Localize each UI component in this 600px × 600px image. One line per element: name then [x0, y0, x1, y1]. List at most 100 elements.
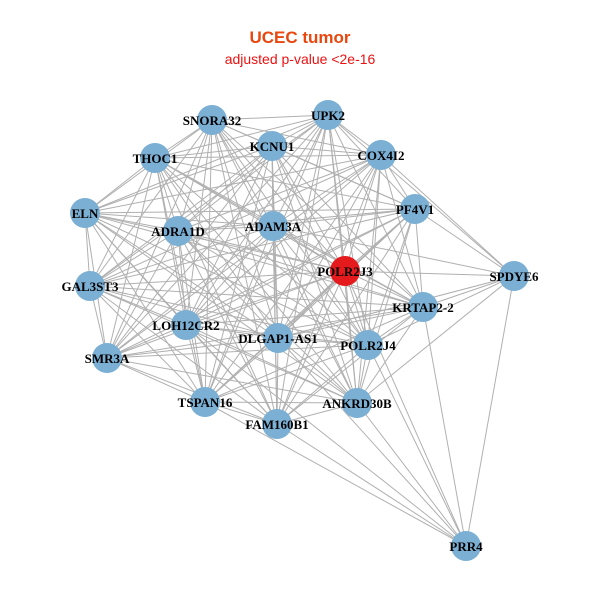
- node-circle[interactable]: [342, 388, 372, 418]
- edge: [177, 154, 382, 232]
- edge: [204, 225, 274, 403]
- edge: [89, 230, 179, 287]
- node-adra1d[interactable]: ADRA1D: [151, 216, 205, 246]
- edge: [106, 357, 278, 425]
- node-circle[interactable]: [140, 143, 170, 173]
- node-thoc1[interactable]: THOC1: [133, 143, 178, 173]
- edge: [106, 119, 213, 359]
- edge: [422, 275, 515, 308]
- edge: [414, 208, 515, 277]
- edge: [272, 208, 416, 227]
- node-circle[interactable]: [313, 100, 343, 130]
- edge: [177, 230, 278, 425]
- node-circle[interactable]: [92, 343, 122, 373]
- edge: [154, 114, 329, 159]
- node-label: ADAM3A: [245, 219, 302, 234]
- node-circle[interactable]: [400, 194, 430, 224]
- node-krtap2-2[interactable]: KRTAP2-2: [392, 292, 454, 322]
- node-label: TSPAN16: [178, 395, 233, 410]
- edge: [204, 337, 279, 403]
- node-smr3a[interactable]: SMR3A: [85, 343, 130, 373]
- node-label: UPK2: [311, 108, 345, 123]
- edge: [106, 208, 416, 359]
- edge: [277, 337, 369, 346]
- edge-layer: [84, 114, 515, 547]
- edge: [177, 230, 424, 308]
- node-circle[interactable]: [197, 105, 227, 135]
- edge: [277, 337, 467, 547]
- edge: [185, 324, 467, 547]
- edge: [154, 145, 273, 159]
- node-fam160b1[interactable]: FAM160B1: [245, 409, 309, 439]
- node-eln[interactable]: ELN: [70, 198, 100, 228]
- node-circle[interactable]: [257, 131, 287, 161]
- chart-subtitle: adjusted p-value <2e-16: [224, 51, 376, 67]
- edge: [276, 306, 424, 425]
- edge: [356, 402, 467, 547]
- edge: [106, 157, 156, 359]
- edge: [271, 145, 369, 346]
- edge: [380, 154, 424, 308]
- edge: [276, 208, 416, 425]
- edge: [177, 230, 279, 339]
- node-pf4v1[interactable]: PF4V1: [396, 194, 434, 224]
- node-circle[interactable]: [366, 140, 396, 170]
- node-circle[interactable]: [190, 387, 220, 417]
- node-tspan16[interactable]: TSPAN16: [178, 387, 233, 417]
- node-circle[interactable]: [258, 211, 288, 241]
- edge: [177, 145, 273, 232]
- edge: [89, 285, 206, 403]
- edge: [185, 114, 329, 326]
- edge: [277, 306, 424, 339]
- edge: [204, 306, 424, 403]
- edge: [211, 119, 358, 404]
- edge: [106, 357, 358, 404]
- edge: [106, 344, 369, 359]
- node-label: PRR4: [449, 539, 483, 554]
- node-spdye6[interactable]: SPDYE6: [489, 261, 539, 291]
- node-cox4i2[interactable]: COX4I2: [358, 140, 405, 170]
- edge: [344, 270, 515, 277]
- node-circle[interactable]: [263, 323, 293, 353]
- edge: [177, 119, 213, 232]
- node-label: SPDYE6: [489, 269, 539, 284]
- node-circle[interactable]: [163, 216, 193, 246]
- node-circle[interactable]: [353, 330, 383, 360]
- node-label: PF4V1: [396, 202, 434, 217]
- node-circle[interactable]: [171, 310, 201, 340]
- node-label: ADRA1D: [151, 224, 204, 239]
- node-circle[interactable]: [262, 409, 292, 439]
- node-dlgap1-as1[interactable]: DLGAP1-AS1: [238, 323, 318, 353]
- node-adam3a[interactable]: ADAM3A: [245, 211, 302, 241]
- edge: [277, 275, 515, 339]
- node-circle[interactable]: [499, 261, 529, 291]
- node-label: KCNU1: [250, 139, 295, 154]
- node-polr2j4[interactable]: POLR2J4: [340, 330, 396, 360]
- edge: [271, 145, 358, 404]
- edge: [89, 145, 273, 287]
- node-kcnu1[interactable]: KCNU1: [250, 131, 295, 161]
- node-ankrd30b[interactable]: ANKRD30B: [322, 388, 392, 418]
- edge: [276, 344, 369, 425]
- edge: [204, 154, 382, 403]
- node-snora32[interactable]: SNORA32: [183, 105, 242, 135]
- edge: [89, 270, 346, 287]
- edge: [344, 270, 358, 404]
- edge: [211, 119, 278, 425]
- node-label: POLR2J4: [340, 338, 396, 353]
- edge: [271, 145, 382, 156]
- node-prr4[interactable]: PRR4: [449, 531, 483, 561]
- node-label: SNORA32: [183, 113, 242, 128]
- node-circle[interactable]: [75, 271, 105, 301]
- node-upk2[interactable]: UPK2: [311, 100, 345, 130]
- edge: [367, 208, 416, 346]
- node-polr2j3[interactable]: POLR2J3: [317, 256, 373, 286]
- node-loh12cr2[interactable]: LOH12CR2: [152, 310, 220, 340]
- node-circle[interactable]: [451, 531, 481, 561]
- node-circle[interactable]: [330, 256, 360, 286]
- node-gal3st3[interactable]: GAL3ST3: [61, 271, 119, 301]
- edge: [185, 324, 278, 425]
- node-circle[interactable]: [408, 292, 438, 322]
- node-circle[interactable]: [70, 198, 100, 228]
